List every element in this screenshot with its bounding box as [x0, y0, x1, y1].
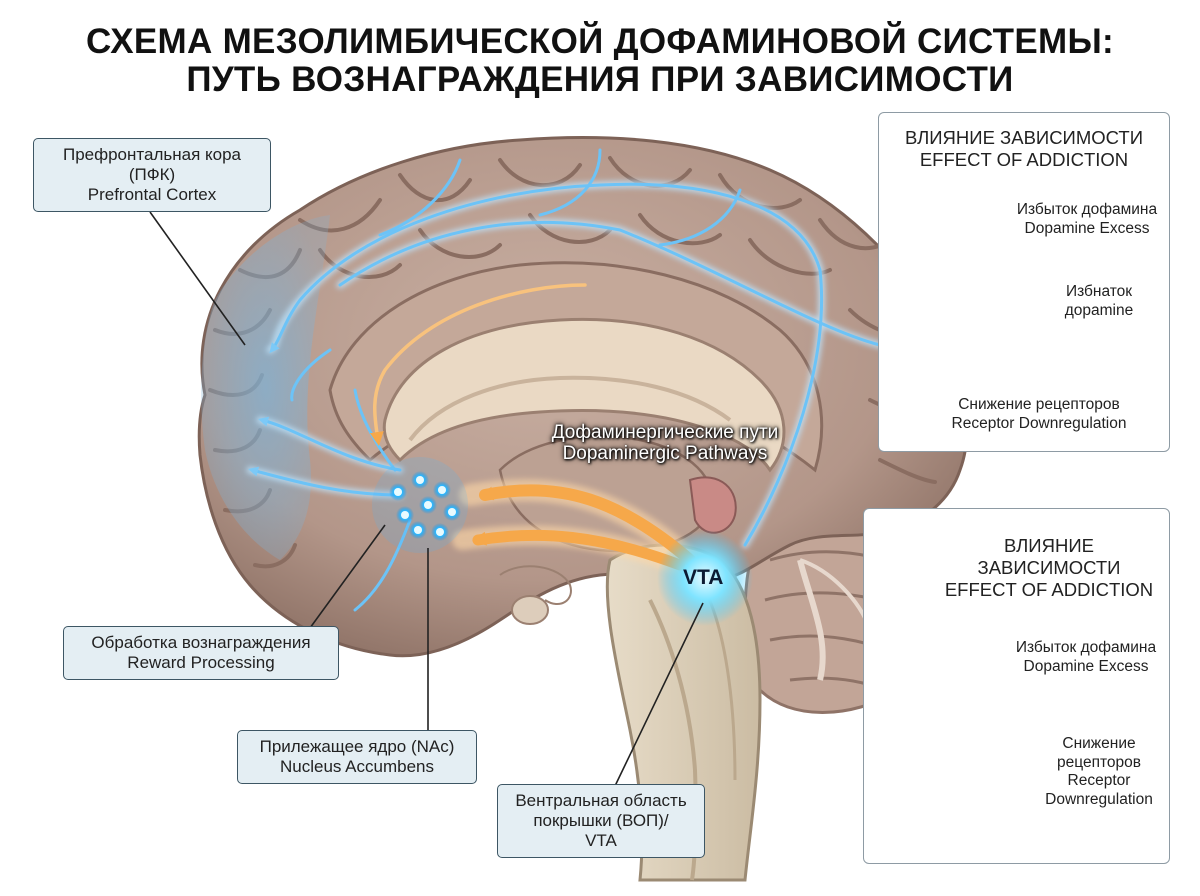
panel-2-excess-en: Dopamine Excess	[1023, 657, 1149, 675]
leader-lines	[149, 211, 704, 787]
label-reward-processing: Обработка вознаграждения Reward Processi…	[63, 626, 339, 680]
vta-marker: VTA	[683, 566, 724, 589]
panel-2-down-en-1: Receptor	[1067, 772, 1131, 789]
panel-1-excess-ru: Избыток дофамина	[1016, 201, 1158, 218]
panel-1-title-en: EFFECT OF ADDICTION	[919, 149, 1129, 170]
brain-hemisphere	[197, 136, 969, 658]
panel-2-down-ru-2: рецепторов	[1057, 753, 1141, 771]
label-nac-en: Nucleus Accumbens	[279, 757, 435, 776]
panel-1-receptor-downregulation: Снижение рецепторов Receptor Downregulat…	[929, 396, 1149, 433]
label-pfc-abbr: (ПФК)	[128, 165, 176, 184]
panel-2-down-ru-1: Снижение	[1062, 735, 1136, 752]
label-vta-line-3: VTA	[585, 831, 617, 850]
panel-1-title-ru: ВЛИЯНИЕ ЗАВИСИМОСТИ	[904, 127, 1144, 148]
panel-2-receptor-downregulation: Снижение рецепторов Receptor Downregulat…	[1032, 735, 1166, 809]
panel-1-down-ru: Снижение рецепторов	[958, 396, 1120, 413]
panel-2-down-en-2: Downregulation	[1045, 790, 1153, 808]
panel-1-excess-en: Dopamine Excess	[1024, 219, 1150, 237]
panel-1-dopamine-excess: Избыток дофамина Dopamine Excess	[1005, 201, 1169, 238]
label-pfc-ru: Префронтальная кора	[62, 145, 241, 164]
label-pathways-en: Dopaminergic Pathways	[562, 443, 768, 464]
panel-2-title-ru: ВЛИЯНИЕ ЗАВИСИМОСТИ	[977, 535, 1121, 578]
label-reward-ru: Обработка вознаграждения	[91, 633, 311, 652]
addiction-effect-panel-1: ВЛИЯНИЕ ЗАВИСИМОСТИ EFFECT OF ADDICTION …	[878, 112, 1170, 452]
label-nucleus-accumbens: Прилежащее ядро (NAc) Nucleus Accumbens	[237, 730, 477, 784]
label-pfc-en: Prefrontal Cortex	[87, 185, 217, 204]
panel-1-extra-2: доpamine	[1064, 301, 1134, 319]
label-prefrontal-cortex: Префронтальная кора (ПФК) Prefrontal Cor…	[33, 138, 271, 212]
label-vta-line-1: Вентральная область	[515, 791, 687, 810]
panel-1-extra-label: Избнаток доpamine	[1049, 283, 1149, 320]
panel-2-dopamine-excess: Избыток дофамина Dopamine Excess	[1004, 639, 1168, 676]
label-vta: Вентральная область покрышки (ВОП)/ VTA	[497, 784, 705, 858]
mesocortical-pathways	[246, 148, 884, 612]
label-vta-line-2: покрышки (ВОП)/	[533, 811, 669, 830]
mesolimbic-pathways	[369, 283, 701, 575]
diagram-title-line-1: СХЕМА МЕЗОЛИМБИЧЕСКОЙ ДОФАМИНОВОЙ СИСТЕМ…	[86, 22, 1114, 61]
panel-2-title-en: EFFECT OF ADDICTION	[944, 579, 1154, 600]
panel-2-excess-ru: Избыток дофамина	[1015, 639, 1157, 656]
corpus-callosum	[382, 317, 786, 473]
panel-1-extra-1: Избнаток	[1065, 283, 1133, 300]
label-nac-ru: Прилежащее ядро (NAc)	[259, 737, 455, 756]
vta-glow	[657, 530, 753, 626]
label-pathways-ru: Дофаминергические пути	[551, 422, 779, 443]
label-reward-en: Reward Processing	[127, 653, 275, 672]
panel-1-title: ВЛИЯНИЕ ЗАВИСИМОСТИ EFFECT OF ADDICTION	[879, 127, 1169, 171]
diagram-title-line-2: ПУТЬ ВОЗНАГРАЖДЕНИЯ ПРИ ЗАВИСИМОСТИ	[186, 60, 1014, 99]
nucleus-accumbens-cluster	[372, 457, 468, 553]
panel-1-down-en: Receptor Downregulation	[951, 414, 1127, 432]
label-dopaminergic-pathways: Дофаминергические пути Dopaminergic Path…	[520, 422, 810, 464]
panel-2-title: ВЛИЯНИЕ ЗАВИСИМОСТИ EFFECT OF ADDICTION	[932, 535, 1166, 601]
addiction-effect-panel-2: ВЛИЯНИЕ ЗАВИСИМОСТИ EFFECT OF ADDICTION …	[863, 508, 1170, 864]
